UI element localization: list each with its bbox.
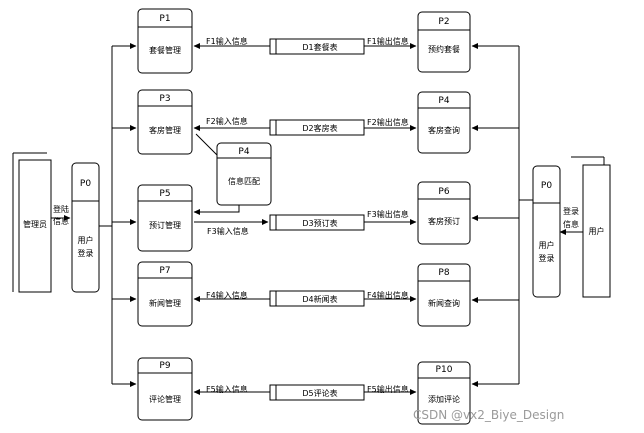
flow-f1-in: F1输入信息: [206, 36, 248, 46]
process-p8: P8 新闻查询: [417, 263, 471, 327]
flow-f5-in: F5输入信息: [206, 384, 248, 394]
match-process: P4 信息匹配: [193, 133, 272, 215]
flow-f3-in: F3输入信息: [207, 226, 249, 236]
admin-login-input-line1: 登陆: [53, 204, 69, 214]
flow-f2-in: F2输入信息: [206, 116, 248, 126]
process-p7: P7 新闻管理: [137, 261, 193, 327]
process-p3-id: P3: [159, 94, 170, 104]
process-p4: P4 客房查询: [417, 91, 471, 154]
user-login-process: P0 用户 登录: [532, 165, 561, 298]
process-p9-id: P9: [159, 361, 170, 371]
process-p2: P2 预约套餐: [417, 11, 471, 73]
process-p9: P9 评论管理: [137, 357, 193, 421]
store-d1: D1套餐表: [269, 38, 365, 55]
match-process-id: P4: [238, 147, 249, 157]
admin-login-process: P0 用户 登录: [71, 162, 100, 293]
process-p4-name: 客房查询: [428, 125, 460, 135]
process-p7-id: P7: [159, 266, 170, 276]
admin-entity: 管理员: [12, 152, 52, 293]
process-p1-name: 套餐管理: [149, 45, 181, 55]
user-login-name-line1: 用户: [539, 240, 555, 250]
watermark: CSDN @vx2_Biye_Design: [413, 408, 564, 422]
flow-f4-out: F4输出信息: [367, 290, 409, 300]
process-p1: P1 套餐管理: [137, 8, 193, 74]
process-p3: P3 客房管理: [137, 89, 193, 155]
flow-f4-in: F4输入信息: [206, 290, 248, 300]
store-d2-label: D2客房表: [302, 123, 337, 133]
process-p5-name: 预订管理: [149, 220, 181, 230]
admin-login-name-line1: 用户: [78, 235, 94, 245]
process-p2-id: P2: [438, 17, 449, 27]
user-login-input-line2: 信息: [563, 219, 579, 229]
process-p5-id: P5: [159, 189, 170, 199]
user-login-id: P0: [541, 181, 552, 191]
row-1: P1 套餐管理 F1输入信息 D1套餐表 F1输出信息 P2 预约套餐: [112, 8, 519, 74]
process-p6-name: 客房预订: [428, 216, 460, 226]
process-p9-name: 评论管理: [149, 394, 181, 404]
flow-f3-out: F3输出信息: [367, 209, 409, 219]
row-2: P3 客房管理 F2输入信息 D2客房表 F2输出信息 P4 客房查询: [112, 89, 519, 155]
flow-f2-out: F2输出信息: [367, 117, 409, 127]
admin-login-input-line2: 信息: [53, 216, 69, 226]
store-d4-label: D4新闻表: [302, 294, 337, 304]
user-login-name-line2: 登录: [539, 253, 555, 263]
process-p5: P5 预订管理: [137, 184, 193, 252]
user-entity-label: 用户: [589, 226, 605, 236]
process-p4-id: P4: [438, 96, 449, 106]
store-d5: D5评论表: [269, 384, 365, 401]
store-d1-label: D1套餐表: [302, 42, 337, 52]
process-p1-id: P1: [159, 14, 170, 24]
process-p6: P6 客房预订: [417, 181, 471, 245]
process-p6-id: P6: [438, 187, 449, 197]
row-5: P9 评论管理 F5输入信息 D5评论表 F5输出信息 P10 添加评论: [112, 357, 519, 425]
flow-f1-out: F1输出信息: [367, 36, 409, 46]
store-d5-label: D5评论表: [302, 388, 337, 398]
store-d3: D3预订表: [269, 214, 365, 231]
process-p10: P10 添加评论: [417, 361, 471, 425]
process-p3-name: 客房管理: [149, 125, 181, 135]
user-entity: 用户: [571, 156, 611, 298]
process-p8-name: 新闻查询: [428, 298, 460, 308]
store-d4: D4新闻表: [269, 290, 365, 307]
process-p2-name: 预约套餐: [428, 44, 460, 54]
process-p10-name: 添加评论: [428, 394, 460, 404]
row-4: P7 新闻管理 F4输入信息 D4新闻表 F4输出信息 P8 新闻查询: [112, 261, 519, 327]
store-d3-label: D3预订表: [302, 218, 337, 228]
match-process-name: 信息匹配: [228, 176, 260, 186]
admin-entity-label: 管理员: [23, 219, 47, 229]
process-p8-id: P8: [438, 268, 449, 278]
process-p7-name: 新闻管理: [149, 298, 181, 308]
process-p10-id: P10: [436, 365, 453, 375]
user-login-input-line1: 登录: [563, 206, 579, 216]
row-3: P5 预订管理 F3输入信息 D3预订表 F3输出信息 P6 客房预订: [112, 181, 519, 252]
admin-login-name-line2: 登录: [78, 248, 94, 258]
flow-f5-out: F5输出信息: [367, 384, 409, 394]
store-d2: D2客房表: [269, 119, 365, 136]
admin-login-id: P0: [80, 179, 91, 189]
